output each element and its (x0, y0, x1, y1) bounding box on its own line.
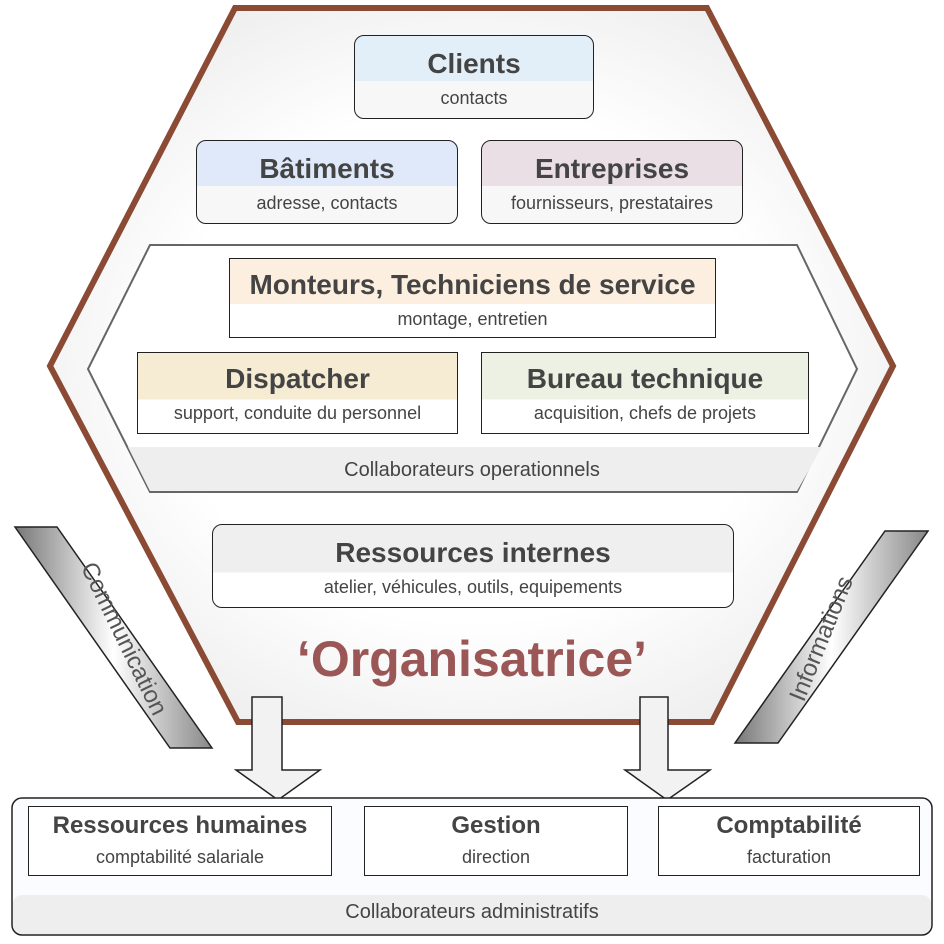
ressources-sub: atelier, véhicules, outils, equipements (323, 577, 623, 597)
batiments-box: Bâtiments adresse, contacts (196, 140, 458, 224)
monteurs-box: Monteurs, Techniciens de service montage… (229, 258, 716, 338)
admin-item-comptabilite: Comptabilité facturation (658, 806, 920, 876)
clients-box: Clients contacts (354, 35, 594, 119)
ressources-box: Ressources internes atelier, véhicules, … (212, 524, 734, 608)
admin-item-title: Ressources humaines (52, 812, 308, 839)
clients-title: Clients (427, 48, 521, 79)
entreprises-box: Entreprises fournisseurs, prestataires (481, 140, 743, 224)
admin-item-sub: comptabilité salariale (95, 847, 265, 867)
entreprises-title: Entreprises (534, 153, 690, 184)
dispatcher-sub: support, conduite du personnel (173, 403, 422, 423)
admin-item-sub: direction (461, 847, 531, 867)
batiments-title: Bâtiments (259, 153, 395, 184)
admin-item-gestion: Gestion direction (364, 806, 628, 876)
informations-band (733, 530, 930, 744)
bureau-sub: acquisition, chefs de projets (533, 403, 757, 423)
batiments-sub: adresse, contacts (256, 193, 398, 213)
monteurs-title: Monteurs, Techniciens de service (249, 269, 696, 300)
admin-label-band (13, 895, 931, 934)
admin-item-sub: facturation (746, 847, 832, 867)
admin-label: Collaborateurs administratifs (345, 901, 599, 923)
ressources-title: Ressources internes (335, 537, 611, 568)
clients-sub: contacts (440, 88, 508, 108)
bureau-box: Bureau technique acquisition, chefs de p… (481, 352, 809, 434)
admin-item-rh: Ressources humaines comptabilité salaria… (28, 806, 332, 876)
operational-label: Collaborateurs operationnels (344, 459, 600, 481)
down-arrow-left (233, 696, 323, 801)
dispatcher-box: Dispatcher support, conduite du personne… (137, 352, 458, 434)
admin-item-title: Comptabilité (716, 812, 862, 839)
center-title: ‘Organisatrice’ (296, 631, 648, 687)
monteurs-sub: montage, entretien (397, 309, 548, 329)
down-arrow-right (622, 696, 713, 801)
entreprises-sub: fournisseurs, prestataires (510, 193, 714, 213)
dispatcher-title: Dispatcher (225, 363, 370, 394)
communication-band (13, 526, 214, 749)
operational-label-band (128, 447, 822, 491)
admin-item-title: Gestion (451, 812, 541, 839)
bureau-title: Bureau technique (526, 363, 764, 394)
